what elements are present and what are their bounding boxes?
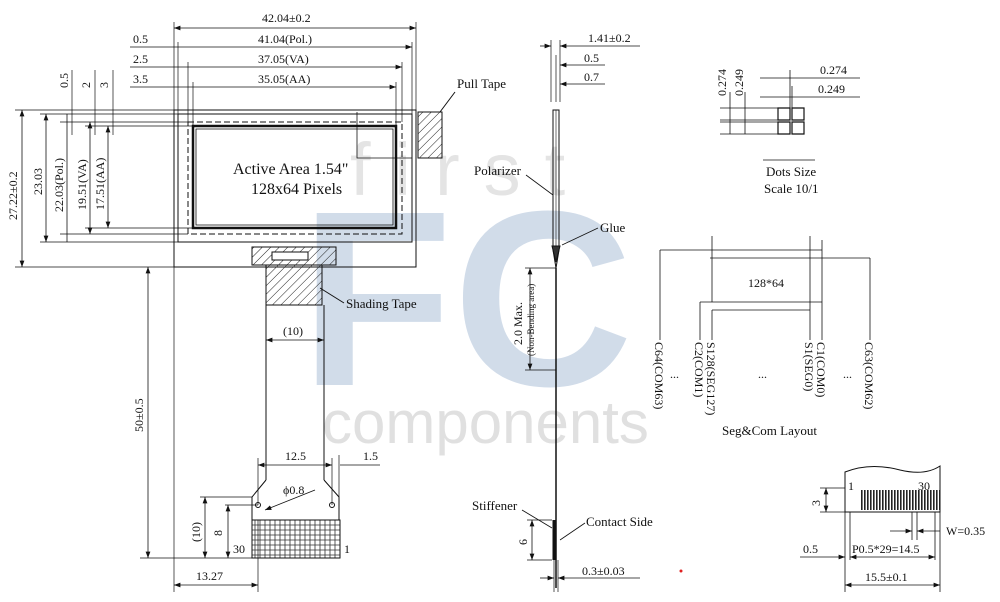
connector-pitch: P0.5*29=14.5 — [852, 542, 919, 556]
side-view-text: 1.41±0.2 0.5 0.7 Polarizer Glue 2.0 Max.… — [472, 31, 653, 578]
front-view-text: 42.04±0.2 41.04(Pol.) 37.05(VA) 35.05(AA… — [6, 11, 506, 583]
pull-tape-label: Pull Tape — [457, 76, 506, 91]
shading-tape-label: Shading Tape — [346, 296, 417, 311]
dots-detail — [720, 70, 860, 160]
segcom-label-s128: S128(SEG127) — [704, 342, 718, 415]
dots-v1: 0.274 — [715, 69, 729, 96]
side-view — [522, 40, 640, 592]
dim-fpc-thickness: 0.3±0.03 — [582, 564, 625, 578]
segcom-text: 128*64 C64(COM63) C2(COM1) S128(SEG127) … — [652, 276, 876, 438]
pin-30-label: 30 — [233, 542, 245, 556]
stiffener-label: Stiffener — [472, 498, 518, 513]
dim-side-0-7: 0.7 — [584, 70, 599, 84]
dim-13-27: 13.27 — [196, 569, 223, 583]
dim-fpc-length: 50±0.5 — [132, 398, 146, 432]
segcom-matrix: 128*64 — [748, 276, 784, 290]
dim-overall-height: 27.22±0.2 — [6, 171, 20, 220]
dim-va-height: 19.51(VA) — [75, 159, 89, 210]
dim-hole: ϕ0.8 — [283, 483, 304, 497]
active-area-line2: 128x64 Pixels — [251, 181, 342, 198]
polarizer-label: Polarizer — [474, 163, 522, 178]
dim-aa-width: 35.05(AA) — [258, 72, 310, 86]
dim-side-6: 6 — [516, 539, 530, 545]
connector-pin30: 30 — [918, 479, 930, 493]
dim-pol-width: 41.04(Pol.) — [258, 32, 312, 46]
connector-width: W=0.35 — [946, 524, 985, 538]
front-view — [15, 22, 455, 592]
dim-12-5: 12.5 — [285, 449, 306, 463]
segcom-title: Seg&Com Layout — [722, 423, 817, 438]
contact-side-label: Contact Side — [586, 514, 653, 529]
connector-dim-0-5: 0.5 — [803, 542, 818, 556]
connector-total: 15.5±0.1 — [865, 570, 908, 584]
dim-thickness: 1.41±0.2 — [588, 31, 631, 45]
segcom-label-c2: C2(COM1) — [692, 342, 706, 397]
dim-fpc-width: (10) — [283, 324, 303, 338]
dots-h1: 0.274 — [820, 63, 847, 77]
bend-label-line1: 2.0 Max. — [511, 302, 525, 345]
dim-10-fpc: (10) — [189, 522, 203, 542]
dots-h2: 0.249 — [818, 82, 845, 96]
connector-dim-3: 3 — [809, 500, 823, 506]
dots-v2: 0.249 — [732, 69, 746, 96]
dim-pol-height: 22.03(Pol.) — [52, 158, 66, 212]
dim-overall-width: 42.04±0.2 — [262, 11, 311, 25]
dim-8: 8 — [211, 530, 225, 536]
segcom-ellipsis-left: ... — [670, 367, 679, 381]
dim-aa-height: 17.51(AA) — [93, 158, 107, 210]
dim-va-width: 37.05(VA) — [258, 52, 309, 66]
segcom-label-c1: C1(COM0) — [814, 342, 828, 397]
dots-title: Dots Size — [766, 164, 816, 179]
dots-scale: Scale 10/1 — [764, 181, 819, 196]
glue-label: Glue — [600, 220, 626, 235]
segcom-ellipsis-mid: ... — [758, 367, 767, 381]
dim-voff-2: 2 — [79, 82, 93, 88]
dim-voff-0-5: 0.5 — [57, 73, 71, 88]
dots-text: 0.274 0.249 0.274 0.249 Dots Size Scale … — [715, 63, 847, 196]
dim-23-03: 23.03 — [31, 168, 45, 195]
dim-1-5: 1.5 — [363, 449, 378, 463]
dim-offset-0-5: 0.5 — [133, 32, 148, 46]
bend-label-line2: (Non-Bending area) — [526, 284, 536, 356]
dim-side-0-5: 0.5 — [584, 51, 599, 65]
dim-offset-3-5: 3.5 — [133, 72, 148, 86]
connector-text: 1 30 3 W=0.35 0.5 P0.5*29=14.5 15.5±0.1 — [803, 479, 985, 584]
active-area-line1: Active Area 1.54" — [233, 161, 348, 178]
segcom-diagram — [660, 236, 870, 340]
connector-pin1: 1 — [848, 479, 854, 493]
dim-voff-3: 3 — [97, 82, 111, 88]
dim-offset-2-5: 2.5 — [133, 52, 148, 66]
watermark-first: first — [350, 128, 589, 211]
red-dot — [679, 569, 683, 573]
segcom-label-c64: C64(COM63) — [652, 342, 666, 409]
watermark: first FC components — [300, 128, 649, 456]
segcom-label-s1: S1(SEG0) — [802, 342, 816, 391]
watermark-logo: FC — [300, 159, 633, 438]
connector-detail — [800, 466, 940, 592]
segcom-ellipsis-right: ... — [843, 367, 852, 381]
segcom-label-c63: C63(COM62) — [862, 342, 876, 409]
pin-1-label: 1 — [344, 542, 350, 556]
watermark-components: components — [322, 389, 649, 456]
